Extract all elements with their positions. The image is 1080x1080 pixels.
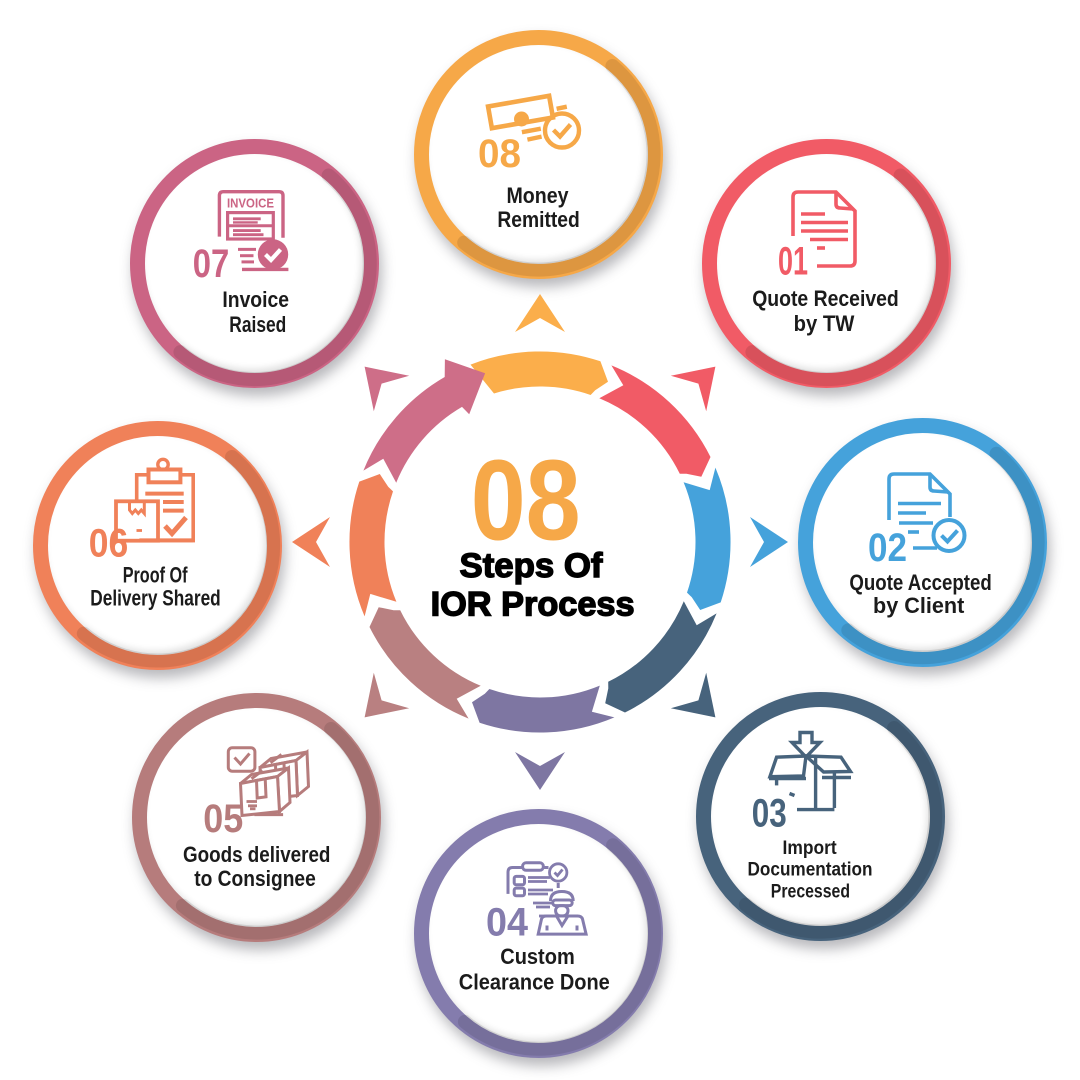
svg-text:Proof Of: Proof Of xyxy=(123,563,188,588)
svg-text:08: 08 xyxy=(471,438,581,565)
svg-text:Clearance Done: Clearance Done xyxy=(459,970,610,995)
svg-text:Invoice: Invoice xyxy=(222,287,289,312)
svg-text:to Consignee: to Consignee xyxy=(194,866,316,891)
svg-text:Raised: Raised xyxy=(229,312,286,337)
svg-text:by Client: by Client xyxy=(873,593,965,618)
svg-text:Steps Of: Steps Of xyxy=(460,547,604,585)
svg-text:03: 03 xyxy=(752,791,787,835)
svg-text:Delivery Shared: Delivery Shared xyxy=(90,586,220,611)
svg-text:INVOICE: INVOICE xyxy=(227,196,274,211)
svg-text:Documentation: Documentation xyxy=(748,859,873,881)
svg-text:Quote Received: Quote Received xyxy=(752,286,899,311)
svg-text:Money: Money xyxy=(507,183,570,208)
svg-text:05: 05 xyxy=(203,797,243,841)
svg-text:Import: Import xyxy=(783,837,838,859)
svg-text:Remitted: Remitted xyxy=(497,207,579,232)
svg-text:01: 01 xyxy=(778,240,808,284)
svg-text:IOR Process: IOR Process xyxy=(431,586,635,624)
svg-text:08: 08 xyxy=(478,132,521,176)
svg-text:Quote Accepted: Quote Accepted xyxy=(849,570,991,595)
svg-text:04: 04 xyxy=(486,900,529,944)
svg-text:Custom: Custom xyxy=(500,944,575,969)
svg-text:Precessed: Precessed xyxy=(771,881,850,903)
svg-text:by TW: by TW xyxy=(794,311,855,336)
svg-text:06: 06 xyxy=(89,522,129,566)
svg-text:Goods delivered: Goods delivered xyxy=(183,842,330,867)
svg-text:02: 02 xyxy=(868,526,907,570)
svg-text:07: 07 xyxy=(193,242,230,286)
